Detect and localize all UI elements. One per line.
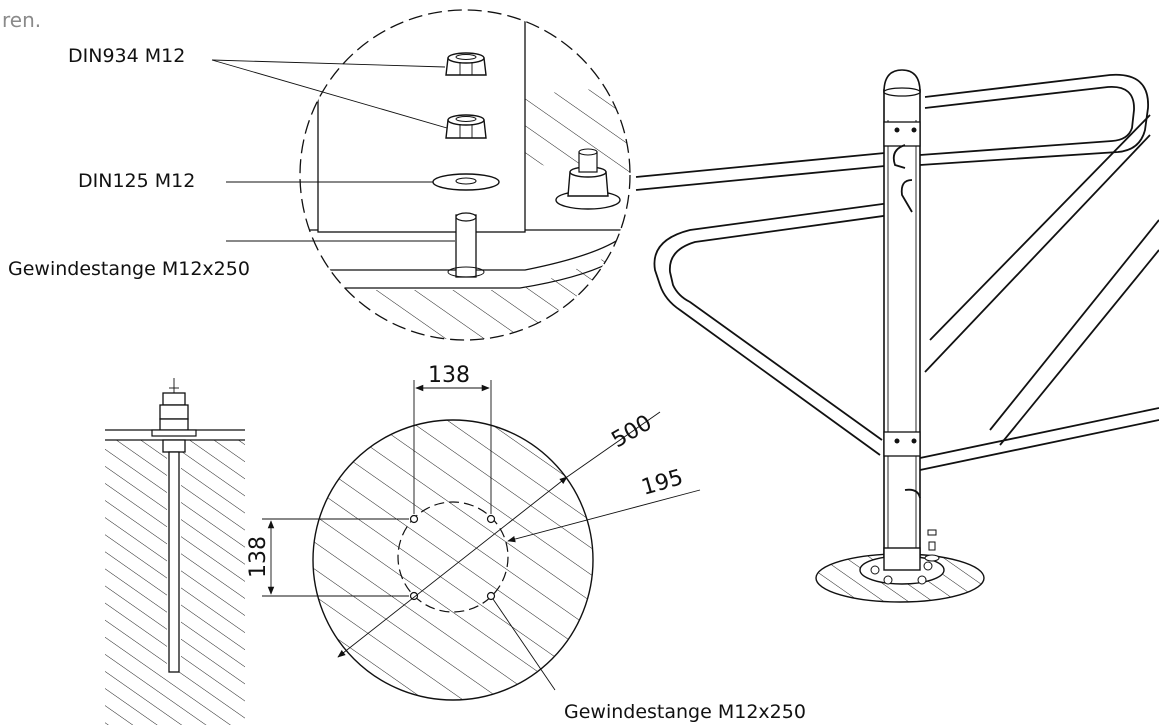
detail-nut-lower <box>445 114 487 139</box>
detail-circle-outline <box>299 9 631 341</box>
side-threaded-rod <box>168 451 180 673</box>
detail-assembled-bolt <box>555 148 621 210</box>
post-perspective <box>635 69 1159 603</box>
triangle-rail <box>653 199 913 456</box>
plan-hole <box>486 514 496 524</box>
lower-rail <box>919 419 1159 471</box>
dim-hole-spacing-y: 138 <box>246 536 271 578</box>
plan-view: 138 138 500 195 <box>246 363 701 701</box>
plan-hole <box>409 514 419 524</box>
detail-nut-upper <box>445 52 487 76</box>
detail-view <box>299 9 631 341</box>
side-section <box>105 378 245 725</box>
header-fragment-text: ren. <box>2 8 41 32</box>
detail-pole <box>317 10 526 233</box>
dim-foundation-diameter: 500 <box>608 411 657 454</box>
label-washer: DIN125 M12 <box>78 170 195 192</box>
upper-rail-back <box>919 73 1149 166</box>
plan-hole <box>486 591 496 601</box>
plan-hole <box>409 591 419 601</box>
label-rod-top: Gewindestange M12x250 <box>8 258 250 280</box>
post-pole <box>883 89 921 569</box>
label-nut: DIN934 M12 <box>68 45 185 67</box>
upper-rail-front <box>635 150 906 178</box>
detail-foundation-hatch <box>525 85 630 175</box>
detail-leaders <box>211 59 455 242</box>
post-cap <box>883 69 921 93</box>
label-rod-bottom: Gewindestange M12x250 <box>564 701 806 723</box>
dim-hole-spacing-x: 138 <box>428 363 470 388</box>
